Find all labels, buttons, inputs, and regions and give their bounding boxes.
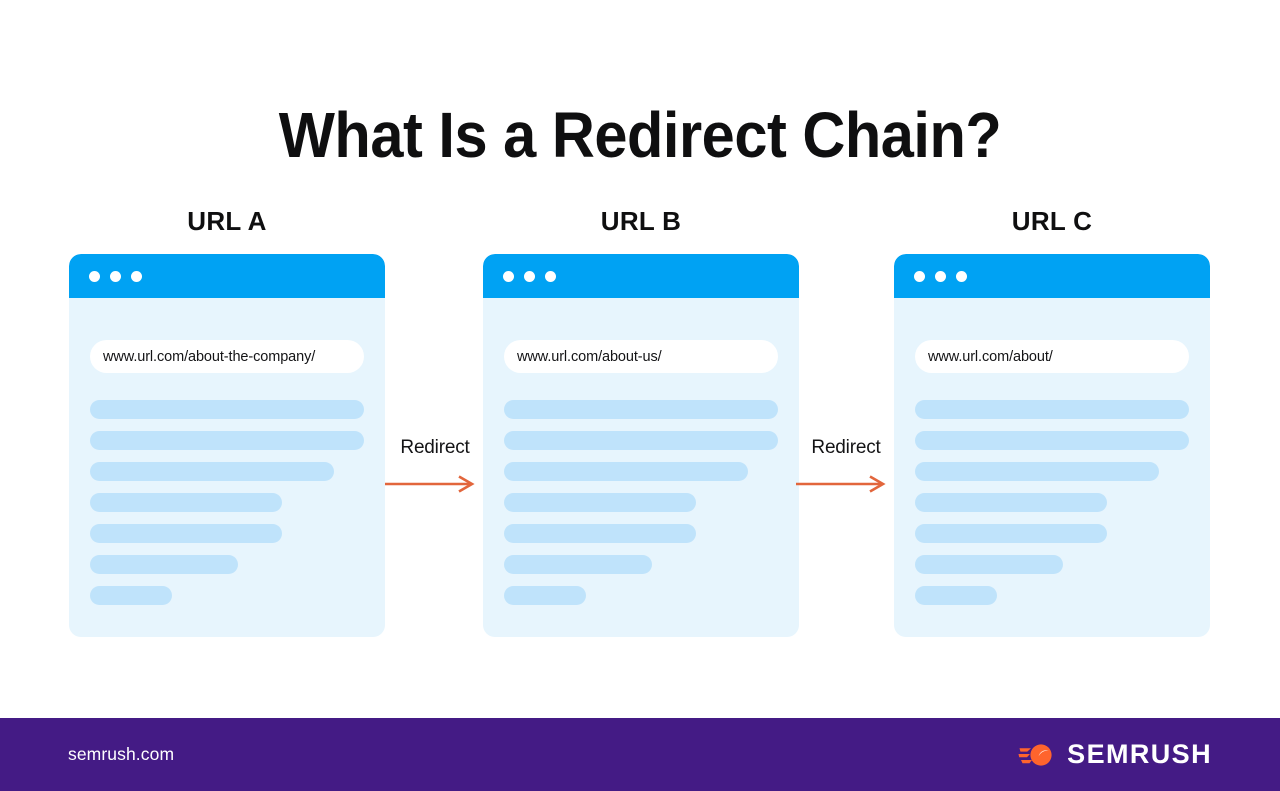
url-card-c: URL C www.url.com/about/: [894, 205, 1210, 637]
url-card-a: URL A www.url.com/about-the-company/: [69, 205, 385, 637]
url-card-b-label: URL B: [600, 206, 682, 236]
address-bar-a-text: www.url.com/about-the-company/: [103, 348, 316, 365]
address-bar-b[interactable]: www.url.com/about-us/: [504, 340, 778, 373]
arrow-right-icon: [385, 475, 475, 493]
skeleton-bar: [90, 431, 364, 450]
skeleton-bar: [504, 462, 748, 481]
skeleton-bar: [915, 524, 1107, 543]
skeleton-bar: [504, 555, 652, 574]
redirect-chain-diagram: URL A www.url.com/about-the-company/: [0, 205, 1280, 675]
window-dot-icon: [914, 270, 925, 282]
skeleton-bar: [915, 431, 1189, 450]
skeleton-bar: [915, 493, 1107, 512]
page-title: What Is a Redirect Chain?: [278, 98, 1002, 171]
address-bar-c[interactable]: www.url.com/about/: [915, 340, 1189, 373]
window-dot-icon: [545, 270, 556, 282]
skeleton-bar: [915, 586, 998, 605]
footer-site-url[interactable]: semrush.com: [68, 744, 175, 764]
window-dot-icon: [131, 270, 142, 282]
browser-titlebar-c: [894, 254, 1210, 298]
browser-window-b: www.url.com/about-us/: [483, 254, 799, 637]
skeleton-bar: [90, 462, 334, 481]
redirect-connector-2: Redirect: [790, 437, 902, 495]
skeleton-bar: [90, 493, 282, 512]
url-card-a-label: URL A: [187, 206, 267, 236]
window-dot-icon: [956, 270, 967, 282]
address-bar-a[interactable]: www.url.com/about-the-company/: [90, 340, 364, 373]
window-dot-icon: [89, 270, 100, 282]
window-dot-icon: [503, 270, 514, 282]
skeleton-bar: [915, 400, 1189, 419]
browser-titlebar-b: [483, 254, 799, 298]
skeleton-bar: [504, 586, 587, 605]
url-card-c-label: URL C: [1011, 206, 1093, 236]
skeleton-bar: [90, 555, 238, 574]
skeleton-bar: [504, 493, 696, 512]
skeleton-bar: [504, 524, 696, 543]
content-skeleton-a: [90, 400, 364, 617]
skeleton-bar: [915, 462, 1159, 481]
skeleton-bar: [90, 586, 173, 605]
redirect-label-2: Redirect: [811, 437, 881, 458]
skeleton-bar: [915, 555, 1063, 574]
skeleton-bar: [90, 524, 282, 543]
skeleton-bar: [90, 400, 364, 419]
window-dot-icon: [524, 270, 535, 282]
content-skeleton-c: [915, 400, 1189, 617]
arrow-right-icon: [796, 475, 886, 493]
redirect-connector-1: Redirect: [379, 437, 491, 495]
browser-titlebar-a: [69, 254, 385, 298]
semrush-wordmark: SEMRUSH: [1067, 739, 1212, 769]
skeleton-bar: [504, 400, 778, 419]
window-dot-icon: [935, 270, 946, 282]
window-dot-icon: [110, 270, 121, 282]
footer-bar: semrush.com SEMRUSH: [0, 718, 1280, 791]
semrush-brand-lockup: SEMRUSH: [1018, 739, 1212, 770]
browser-window-a: www.url.com/about-the-company/: [69, 254, 385, 637]
skeleton-bar: [504, 431, 778, 450]
content-skeleton-b: [504, 400, 778, 617]
redirect-label-1: Redirect: [400, 437, 470, 458]
address-bar-c-text: www.url.com/about/: [928, 348, 1053, 365]
address-bar-b-text: www.url.com/about-us/: [517, 348, 662, 365]
semrush-comet-logo-icon: [1018, 743, 1052, 766]
url-card-b: URL B www.url.com/about-us/: [483, 205, 799, 637]
browser-window-c: www.url.com/about/: [894, 254, 1210, 637]
